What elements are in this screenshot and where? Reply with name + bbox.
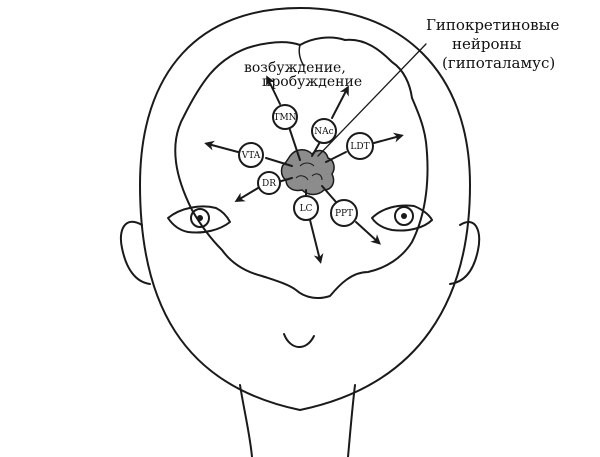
neck-right [347,384,356,457]
annotation-line3: (гипоталамус) [442,54,555,72]
mouth [283,333,315,348]
hypocretin-neurons [280,149,335,196]
node-label-lc: LC [300,204,313,214]
eye-right [371,204,433,232]
arousal-label-line2: пробуждение [262,74,362,90]
pupil-right-center [401,213,407,219]
eye-left [167,205,231,234]
node-lc: LC [293,195,319,221]
head-outline [139,7,471,411]
ear-left [120,220,151,285]
arrow-from-dr [234,187,259,203]
node-label-ldt: LDT [350,142,369,152]
arousal-label-line1: возбуждение, [244,60,346,76]
node-label-tmn: TMN [273,113,296,123]
node-label-ppt: PPT [335,209,353,219]
node-label-vta: VTA [241,151,261,161]
brain-outline [174,36,429,299]
node-ppt: PPT [330,199,358,227]
pupil-right [394,206,414,226]
neck-left [239,384,253,457]
ear-right [449,221,481,285]
annotation-leader-line [317,43,427,157]
annotation-line2: нейроны [452,35,522,53]
node-label-dr: DR [262,179,276,189]
projection-arrows [204,75,404,264]
connections [265,126,347,203]
arrow-from-vta [204,140,239,153]
arrow-from-ppt [355,221,381,245]
brain-fissure [298,44,305,67]
pupil-left-center [197,215,203,221]
node-ldt: LDT [346,132,374,160]
node-vta: VTA [238,142,264,168]
arrow-from-tmn [266,75,281,105]
node-label-nac: NAc [314,127,333,137]
node-dr: DR [257,171,281,195]
arrow-from-lc [309,219,324,264]
node-nac: NAc [311,118,337,144]
pupil-left [190,208,210,228]
arrow-from-nac [331,85,349,119]
arrow-from-ldt [373,132,404,144]
node-tmn: TMN [272,104,298,130]
annotation-line1: Гипокретиновые [426,16,560,34]
